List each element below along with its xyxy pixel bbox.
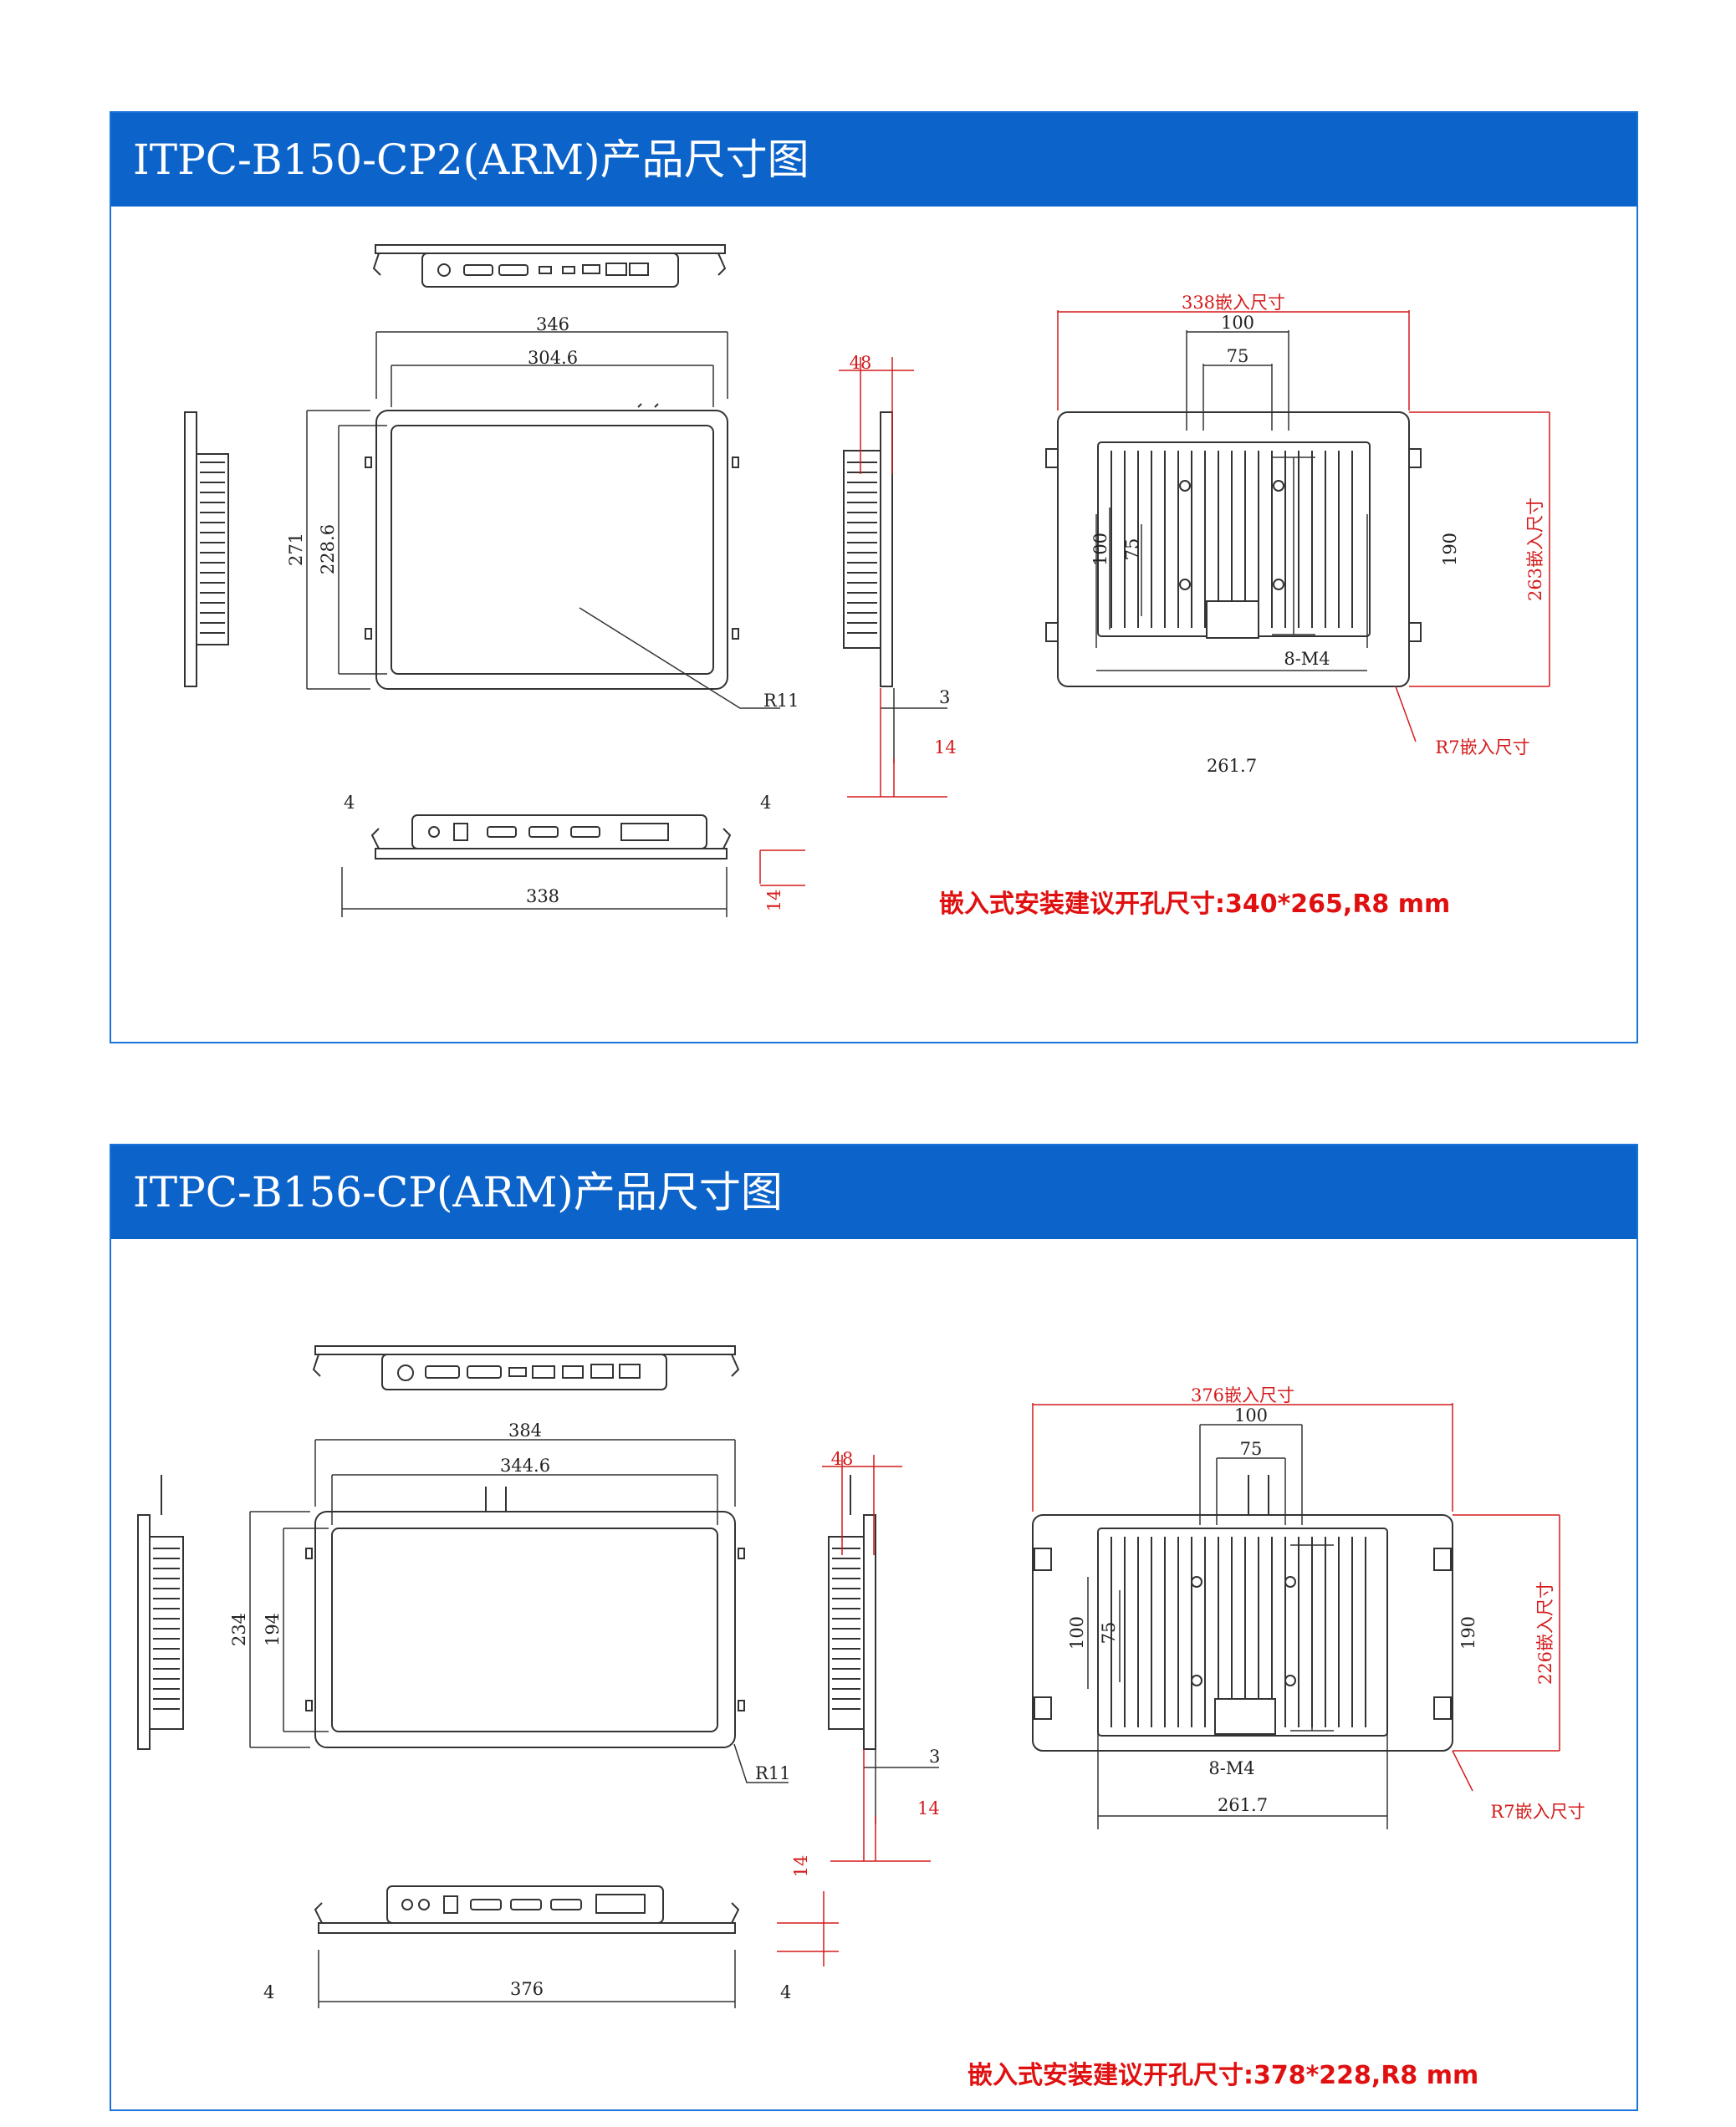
dim-side-left: 4 — [263, 1982, 274, 2002]
rear-view — [1045, 411, 1422, 687]
dim-depth: 48 — [831, 1449, 854, 1469]
dim-cutout-height: 263嵌入尺寸 — [1525, 497, 1545, 601]
drawing-panel-1: ITPC-B150-CP2(ARM)产品尺寸图 — [110, 111, 1638, 1043]
rear-view — [1032, 1475, 1453, 1752]
dim-hole-height: 190 — [1440, 533, 1460, 566]
cutout-note-2: 嵌入式安装建议开孔尺寸:378*228,R8 mm — [968, 2061, 1478, 2090]
dim-screen-width: 304.6 — [528, 348, 578, 368]
dim-cutout-radius: R7嵌入尺寸 — [1435, 737, 1529, 757]
right-side-view — [828, 1475, 876, 1750]
bottom-view — [370, 814, 732, 859]
dim-cutout-width: 376嵌入尺寸 — [1191, 1385, 1294, 1405]
dim-vesa-v-100: 100 — [1090, 533, 1111, 566]
dim-vesa-75: 75 — [1240, 1439, 1263, 1459]
drawing-panel-2: ITPC-B156-CP(ARM)产品尺寸图 — [110, 1144, 1638, 2111]
dim-thickness: 14 — [917, 1798, 940, 1818]
dimension-drawing-2: 384 344.6 234 194 R11 48 3 14 376嵌入尺寸 10… — [137, 1345, 1585, 2090]
dim-base-width: 338 — [526, 886, 559, 906]
dim-vesa-100: 100 — [1234, 1405, 1268, 1426]
dim-corner-radius: R11 — [755, 1763, 791, 1783]
dim-depth: 48 — [850, 353, 872, 373]
dim-outer-width: 384 — [508, 1421, 542, 1441]
dim-cutout-radius: R7嵌入尺寸 — [1490, 1802, 1585, 1822]
dim-heatsink-width: 261.7 — [1218, 1795, 1268, 1815]
front-view — [365, 403, 739, 690]
dim-cutout-width: 338嵌入尺寸 — [1182, 293, 1285, 313]
dim-screen-height: 228.6 — [318, 524, 338, 574]
bottom-view — [314, 1885, 740, 1934]
top-view — [312, 1345, 740, 1390]
dim-side-right: 4 — [780, 1982, 791, 2002]
panel-title-1: ITPC-B150-CP2(ARM)产品尺寸图 — [111, 113, 1636, 207]
dim-vesa-100: 100 — [1221, 313, 1254, 333]
dim-side-right: 4 — [760, 793, 771, 813]
dim-screws: 8-M4 — [1284, 649, 1330, 669]
dim-vesa-v-75: 75 — [1099, 1622, 1119, 1645]
dim-screen-height: 194 — [263, 1613, 283, 1646]
dimension-drawing-1: 346 304.6 271 228.6 R11 48 3 14 338嵌入尺寸 … — [184, 244, 1550, 919]
dim-vesa-75: 75 — [1227, 346, 1249, 366]
dim-outer-width: 346 — [536, 314, 569, 334]
dim-base-width: 376 — [510, 1979, 544, 1999]
dim-screws: 8-M4 — [1208, 1758, 1254, 1778]
cutout-note-1: 嵌入式安装建议开孔尺寸:340*265,R8 mm — [939, 890, 1450, 919]
dim-screen-width: 344.6 — [500, 1456, 550, 1476]
dim-bezel: 3 — [929, 1747, 940, 1767]
dim-outer-height: 271 — [286, 533, 306, 566]
dim-base-thickness: 14 — [791, 1855, 811, 1878]
dim-cutout-height: 226嵌入尺寸 — [1535, 1581, 1555, 1685]
dim-base-thickness: 14 — [764, 890, 784, 912]
dim-side-left: 4 — [344, 793, 355, 813]
top-view — [372, 244, 727, 288]
dim-hole-height: 190 — [1458, 1616, 1478, 1650]
right-side-view — [843, 411, 893, 687]
dim-vesa-v-100: 100 — [1067, 1616, 1087, 1650]
left-side-view — [184, 411, 229, 687]
dim-vesa-v-75: 75 — [1122, 538, 1142, 561]
dim-bezel: 3 — [939, 687, 950, 707]
dim-outer-height: 234 — [229, 1613, 249, 1646]
front-view — [305, 1487, 745, 1748]
dim-corner-radius: R11 — [763, 691, 799, 711]
dim-thickness: 14 — [934, 737, 957, 757]
left-side-view — [137, 1475, 184, 1750]
panel-title-2: ITPC-B156-CP(ARM)产品尺寸图 — [111, 1145, 1636, 1239]
dim-heatsink-width: 261.7 — [1207, 756, 1257, 776]
